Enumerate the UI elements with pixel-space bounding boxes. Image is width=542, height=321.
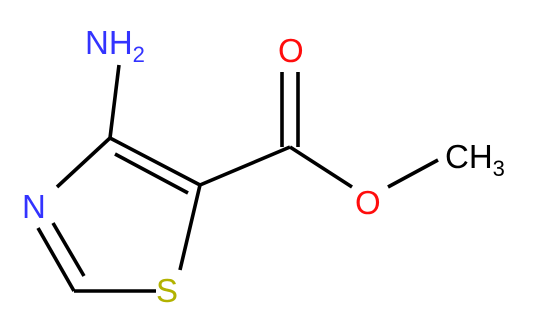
bond-c4-c5-second bbox=[114, 152, 189, 195]
methyl-group-label: CH3 bbox=[445, 138, 505, 181]
bond-c5-c6 bbox=[199, 145, 291, 187]
bonds bbox=[36, 64, 439, 293]
bond-c6-o-ester bbox=[289, 145, 353, 189]
atom-labels: NH2 N S O O CH3 bbox=[22, 24, 505, 309]
ester-oxygen-label: O bbox=[355, 184, 381, 221]
bond-s1-c5 bbox=[178, 184, 202, 271]
carbonyl-oxygen-label: O bbox=[278, 32, 304, 69]
bond-c4-c5 bbox=[109, 136, 201, 187]
bond-n3-c2 bbox=[36, 227, 76, 292]
bond-o-methyl bbox=[387, 158, 439, 189]
bond-c4-nh2 bbox=[108, 64, 121, 139]
ring-nitrogen-label: N bbox=[22, 188, 46, 225]
bond-n3-c2-second bbox=[51, 222, 86, 277]
amino-group-label: NH2 bbox=[85, 24, 145, 67]
bond-c4-n3 bbox=[55, 136, 112, 189]
ring-sulfur-label: S bbox=[156, 272, 178, 309]
